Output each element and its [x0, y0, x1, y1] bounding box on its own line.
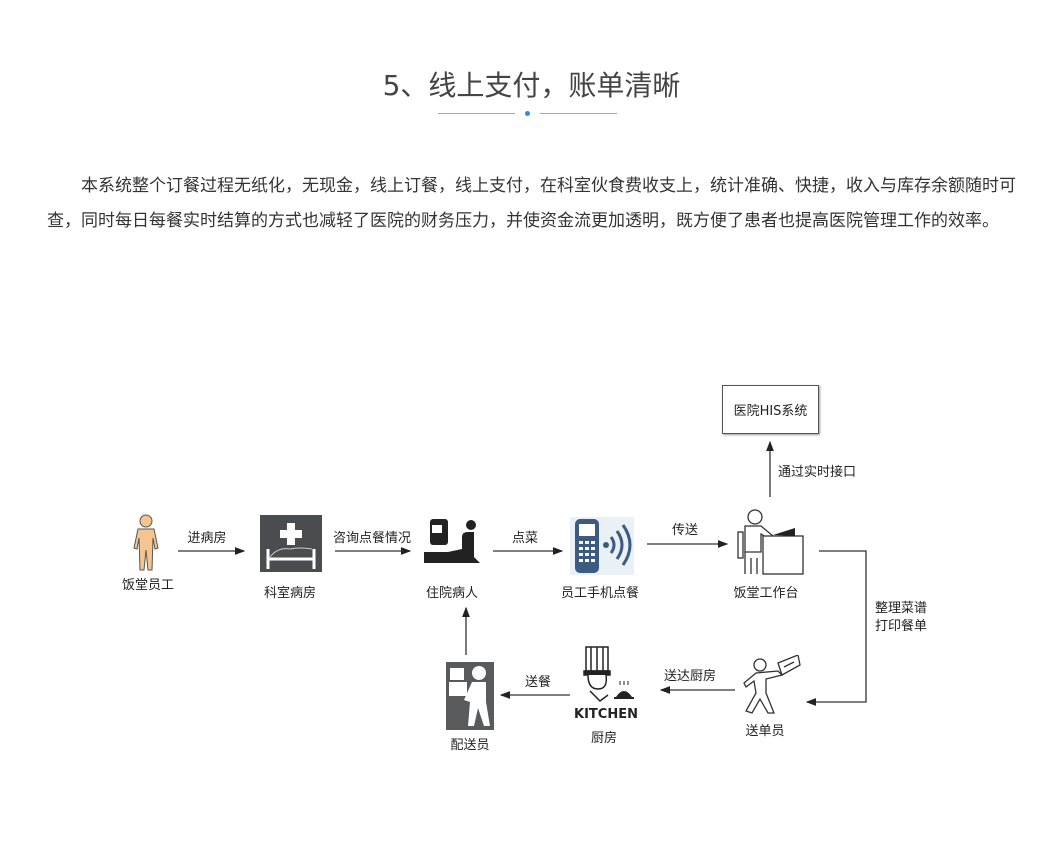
node-label-courier: 送单员: [745, 724, 785, 739]
chef-icon: [583, 646, 634, 702]
workstation-icon: [737, 509, 804, 575]
his-system-box: 医院HIS系统: [722, 385, 819, 434]
edge-label-organize-line2: 打印餐单: [875, 619, 928, 634]
node-label-patient: 住院病人: [425, 586, 479, 601]
person-icon: [133, 514, 159, 571]
title-divider-dot: [525, 111, 530, 116]
page-title: 5、线上支付，账单清晰: [382, 69, 681, 102]
edge-label-enter-ward: 进病房: [187, 531, 227, 546]
delivery-person-icon: [446, 662, 494, 730]
description-paragraph: 本系统整个订餐过程无纸化，无现金，线上订餐，线上支付，在科室伙食费收支上，统计准…: [47, 176, 1016, 231]
edge-label-organize-line1: 整理菜谱: [875, 601, 928, 616]
edge-label-transmit: 传送: [671, 523, 699, 538]
edge-label-realtime-api: 通过实时接口: [778, 465, 857, 480]
node-label-phone-order: 员工手机点餐: [560, 586, 640, 601]
courier-icon: [743, 655, 801, 714]
node-label-canteen-desk: 饭堂工作台: [733, 586, 799, 601]
arrow-organize: [805, 550, 867, 706]
edge-label-ask-order: 咨询点餐情况: [332, 531, 412, 546]
node-label-canteen-staff: 饭堂员工: [121, 578, 175, 593]
node-label-deliverer: 配送员: [450, 738, 490, 753]
mobile-phone-icon: [570, 517, 634, 575]
title-divider-left: [438, 113, 515, 114]
kitchen-sign: KITCHEN: [574, 707, 638, 722]
edge-label-deliver: 送餐: [524, 675, 552, 690]
patient-icon: [424, 519, 480, 563]
edge-label-to-kitchen: 送达厨房: [663, 669, 717, 684]
node-label-kitchen: 厨房: [590, 731, 618, 746]
hospital-bed-icon: [260, 515, 322, 572]
node-label-ward: 科室病房: [263, 586, 317, 601]
edge-label-order: 点菜: [511, 531, 539, 546]
title-divider-right: [540, 113, 617, 114]
